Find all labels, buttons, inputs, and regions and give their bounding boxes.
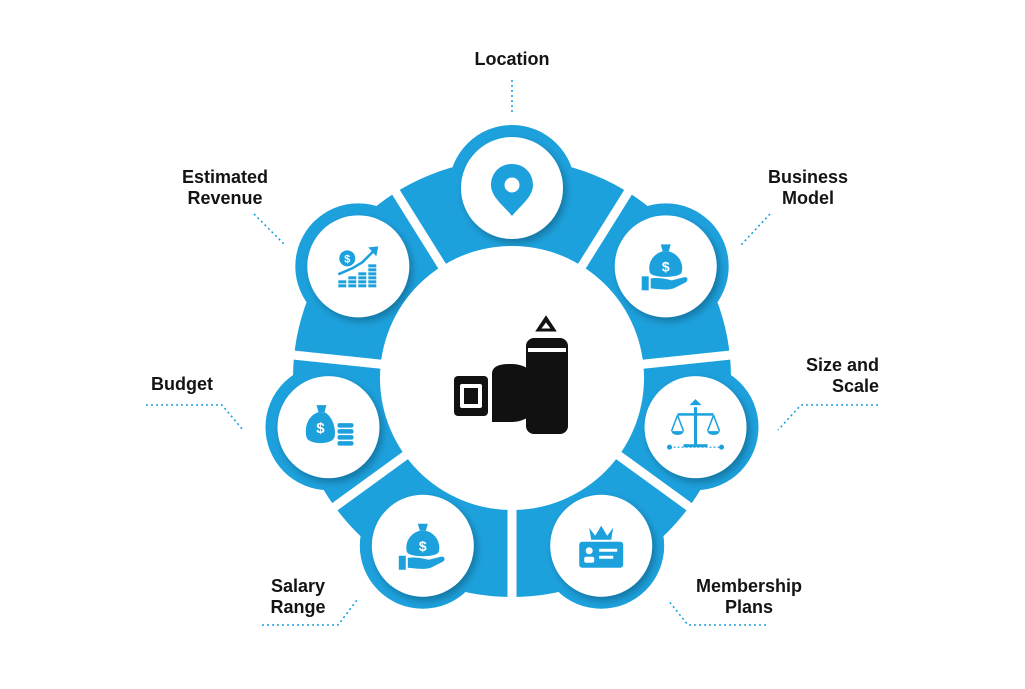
ring-separator bbox=[630, 349, 744, 370]
ring-separator bbox=[321, 444, 418, 519]
boxing-glove-punching-bag-icon bbox=[454, 315, 568, 434]
connector-line bbox=[777, 404, 878, 431]
label-location-line-1: Location bbox=[474, 49, 550, 69]
label-salary-range-line-2: Range bbox=[270, 597, 326, 617]
label-estimated-revenue-line-2: Revenue bbox=[187, 188, 263, 208]
node-business-model: $ bbox=[602, 203, 729, 330]
revenue-growth-icon: $ bbox=[337, 246, 379, 288]
label-estimated-revenue: Estimated Revenue bbox=[182, 167, 268, 209]
connector-line bbox=[667, 599, 766, 626]
node-size-and-scale bbox=[632, 364, 759, 491]
label-membership-plans: Membership Plans bbox=[696, 576, 802, 618]
node-estimated-revenue: $ bbox=[295, 203, 422, 330]
label-budget-line-1: Budget bbox=[151, 374, 213, 394]
connectors bbox=[146, 80, 878, 626]
svg-text:$: $ bbox=[419, 538, 427, 554]
node-disc bbox=[307, 215, 410, 318]
label-location: Location bbox=[475, 49, 550, 70]
svg-text:$: $ bbox=[316, 420, 325, 437]
nodes: $ $ $ $ bbox=[265, 125, 759, 609]
label-business-model-line-2: Model bbox=[781, 188, 834, 208]
balance-scale-icon bbox=[667, 399, 725, 450]
label-size-and-scale: Size and Scale bbox=[806, 355, 879, 397]
label-size-and-scale-line-2: Scale bbox=[831, 376, 879, 396]
connector-line bbox=[262, 599, 358, 626]
ring-separator bbox=[606, 444, 703, 519]
connector-line bbox=[740, 213, 771, 246]
map-pin-icon bbox=[491, 164, 533, 216]
ring-separator bbox=[571, 178, 639, 279]
svg-text:$: $ bbox=[344, 253, 350, 265]
label-estimated-revenue-line-1: Estimated bbox=[181, 167, 269, 187]
node-salary-range: $ bbox=[359, 482, 486, 609]
node-membership-plans bbox=[538, 482, 665, 609]
svg-text:$: $ bbox=[662, 258, 670, 274]
center-hub bbox=[380, 246, 644, 510]
money-bag-coins-icon: $ bbox=[305, 405, 354, 446]
label-salary-range: Salary Range bbox=[270, 576, 325, 618]
membership-card-crown-icon bbox=[579, 525, 624, 568]
ring-separator bbox=[280, 349, 394, 370]
label-salary-range-line-1: Salary bbox=[270, 576, 326, 596]
label-business-model-line-1: Business bbox=[767, 167, 849, 187]
label-membership-plans-line-2: Plans bbox=[724, 597, 774, 617]
connector-line bbox=[253, 213, 286, 246]
money-bag-hand-icon: $ bbox=[641, 244, 688, 291]
salary-hand-bag-icon: $ bbox=[398, 523, 445, 570]
ring-separator bbox=[385, 178, 453, 279]
label-business-model: Business Model bbox=[768, 167, 848, 209]
label-size-and-scale-line-1: Size and bbox=[805, 355, 879, 375]
node-location bbox=[449, 125, 575, 251]
connector-line bbox=[146, 404, 244, 431]
label-membership-plans-line-1: Membership bbox=[695, 576, 803, 596]
label-budget: Budget bbox=[151, 374, 213, 395]
node-budget: $ bbox=[265, 364, 392, 491]
